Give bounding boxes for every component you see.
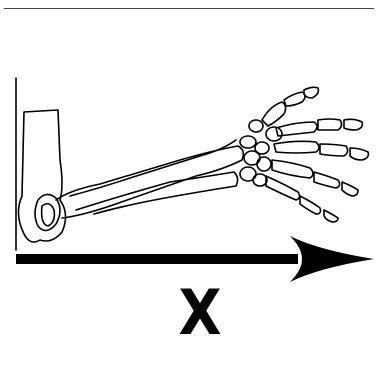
ring-finger-bones: [272, 160, 358, 196]
arrow-shaft: [16, 254, 298, 264]
arrow-head: [290, 236, 374, 282]
middle-finger-bones: [274, 141, 368, 160]
humerus-bone: [18, 110, 65, 242]
thumb-bones: [262, 87, 318, 126]
index-finger-bones: [276, 119, 362, 136]
x-axis-label: X: [178, 282, 221, 344]
olecranon: [42, 204, 55, 226]
radius-lower: [76, 172, 238, 214]
little-finger-bones: [266, 176, 338, 222]
